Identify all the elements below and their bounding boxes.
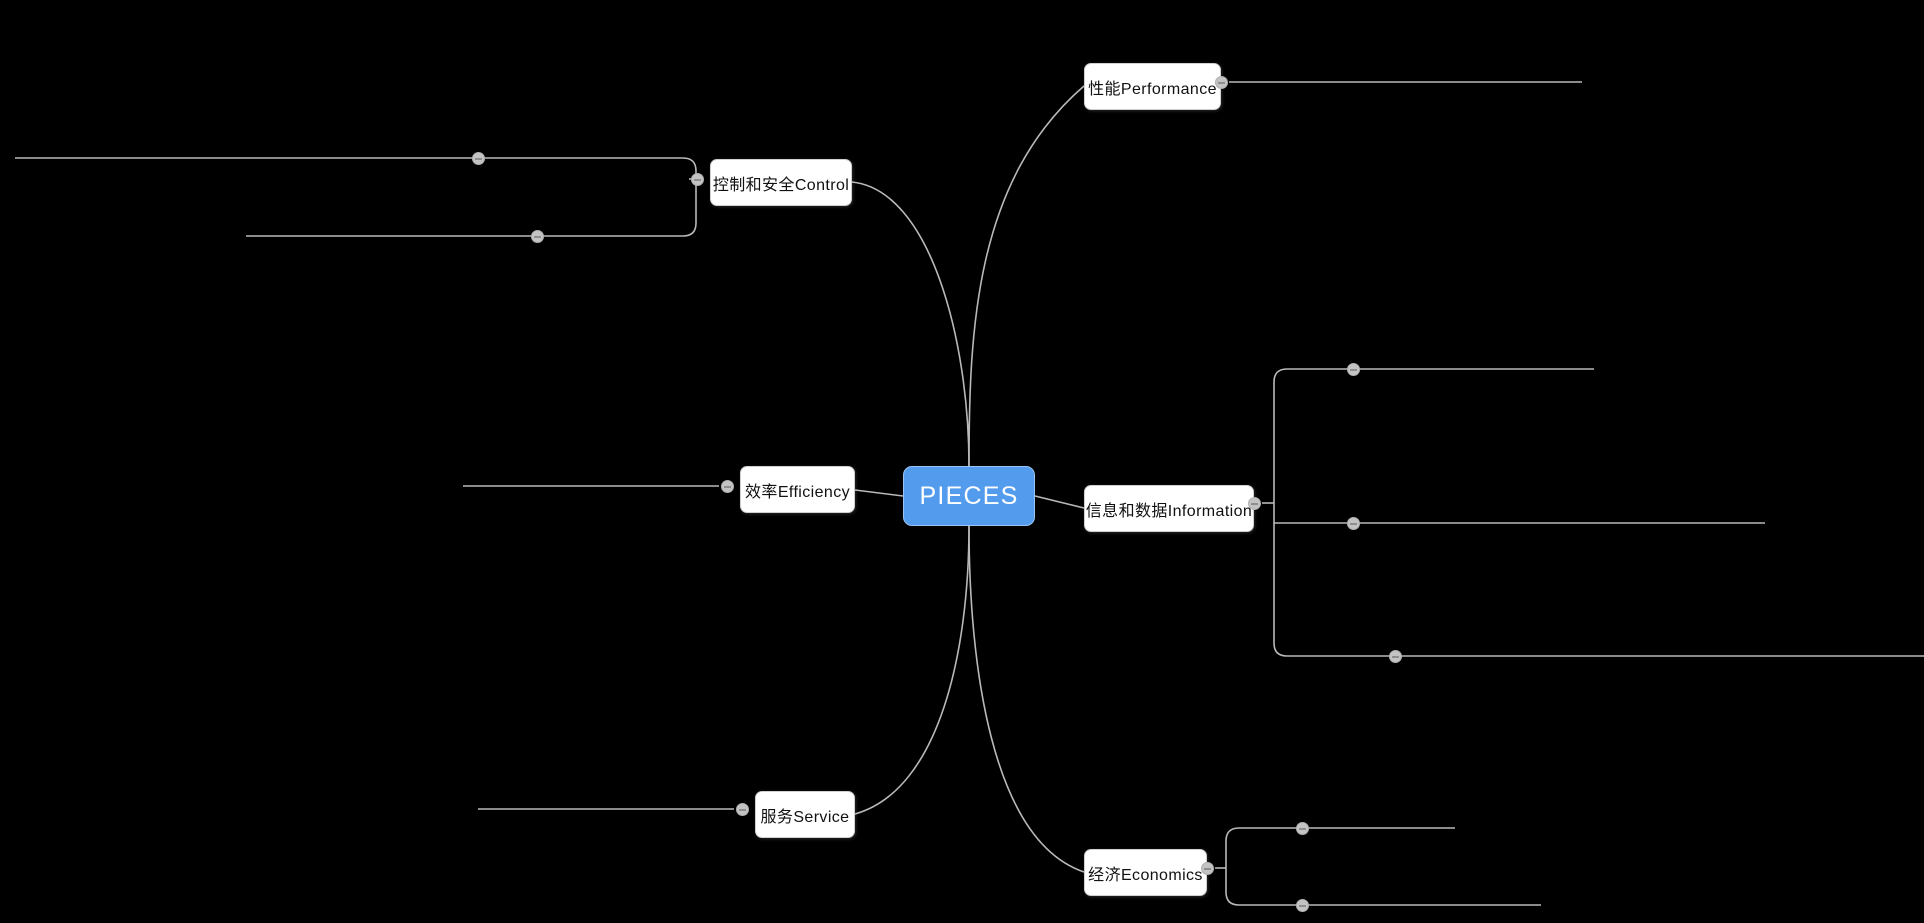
- branch-node-economics[interactable]: 经济Economics: [1084, 849, 1207, 896]
- collapse-toggle-service[interactable]: [735, 802, 749, 816]
- branch-node-label-information: 信息和数据Information: [1085, 502, 1253, 520]
- collapse-toggle-information[interactable]: [1247, 496, 1261, 510]
- edge-root-to-performance: [968, 85, 1085, 467]
- branch-node-label-control: 控制和安全Control: [712, 176, 850, 194]
- child-branch-control-0: [15, 157, 697, 172]
- edge-root-to-economics: [968, 525, 1085, 873]
- edge-root-to-information: [1034, 495, 1085, 509]
- edge-root-to-control: [851, 181, 970, 467]
- collapse-toggle-performance[interactable]: [1214, 75, 1228, 89]
- branch-node-label-economics: 经济Economics: [1088, 866, 1203, 884]
- root-node-label: PIECES: [919, 481, 1019, 510]
- child-branch-information-2: [1273, 642, 1924, 657]
- child-branch-economics-1: [1225, 891, 1541, 906]
- branch-node-label-service: 服务Service: [760, 808, 850, 826]
- child-branch-economics-0: [1225, 827, 1455, 842]
- branch-node-service[interactable]: 服务Service: [755, 791, 855, 838]
- branch-node-control[interactable]: 控制和安全Control: [710, 159, 852, 206]
- branch-node-efficiency[interactable]: 效率Efficiency: [740, 466, 855, 513]
- edge-root-to-efficiency: [854, 489, 904, 497]
- branch-node-information[interactable]: 信息和数据Information: [1084, 485, 1254, 532]
- collapse-toggle-information-child-2[interactable]: [1388, 649, 1402, 663]
- collapse-toggle-economics-child-0[interactable]: [1295, 821, 1309, 835]
- branch-node-label-performance: 性能Performance: [1088, 80, 1217, 98]
- collapse-toggle-information-child-1[interactable]: [1346, 516, 1360, 530]
- collapse-toggle-control[interactable]: [690, 172, 704, 186]
- collapse-toggle-economics[interactable]: [1200, 861, 1214, 875]
- collapse-toggle-efficiency[interactable]: [720, 479, 734, 493]
- collapse-toggle-control-child-0[interactable]: [471, 151, 485, 165]
- child-branch-control-1: [246, 222, 697, 237]
- child-branch-information-0: [1273, 368, 1594, 383]
- collapse-toggle-control-child-1[interactable]: [530, 229, 544, 243]
- collapse-toggle-economics-child-1[interactable]: [1295, 898, 1309, 912]
- edge-root-to-service: [854, 525, 970, 815]
- root-node-pieces[interactable]: PIECES: [903, 466, 1035, 526]
- collapse-toggle-information-child-0[interactable]: [1346, 362, 1360, 376]
- branch-node-performance[interactable]: 性能Performance: [1084, 63, 1221, 110]
- branch-node-label-efficiency: 效率Efficiency: [745, 483, 850, 501]
